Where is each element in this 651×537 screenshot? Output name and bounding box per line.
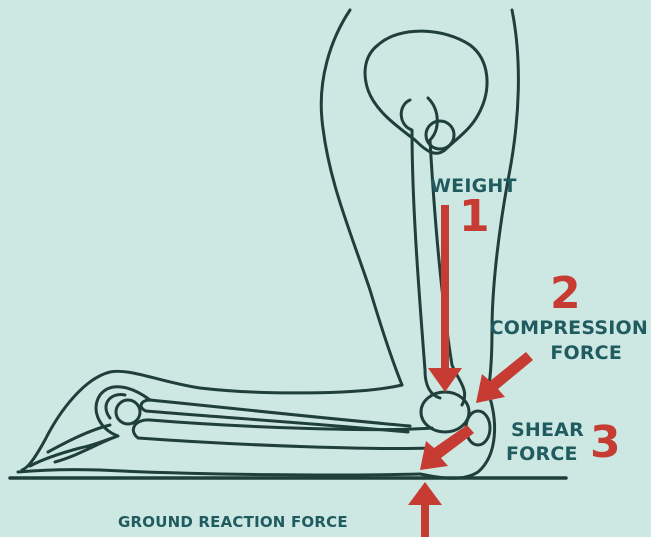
weight-arrow-head [428, 368, 462, 392]
compression-number: 2 [550, 272, 581, 316]
thigh-outline-back [321, 10, 402, 385]
compression-label-line2: FORCE [550, 344, 622, 363]
ground-reaction-label: GROUND REACTION FORCE [118, 515, 348, 530]
foot-bones [30, 387, 150, 466]
ground-reaction-arrow-shaft [421, 500, 429, 537]
ground-reaction-arrow-head [408, 482, 442, 505]
shear-label-line1: SHEAR [511, 421, 584, 440]
shear-label-line2: FORCE [506, 445, 578, 464]
weight-number: 1 [459, 195, 490, 239]
femur-condyle [421, 392, 469, 432]
weight-arrow-shaft [441, 205, 449, 375]
ankle-bone [116, 400, 140, 424]
shin-outline-bottom [18, 470, 420, 475]
shear-number: 3 [590, 421, 621, 465]
compression-label-line1: COMPRESSION [490, 319, 648, 338]
compression-arrow [476, 352, 533, 403]
